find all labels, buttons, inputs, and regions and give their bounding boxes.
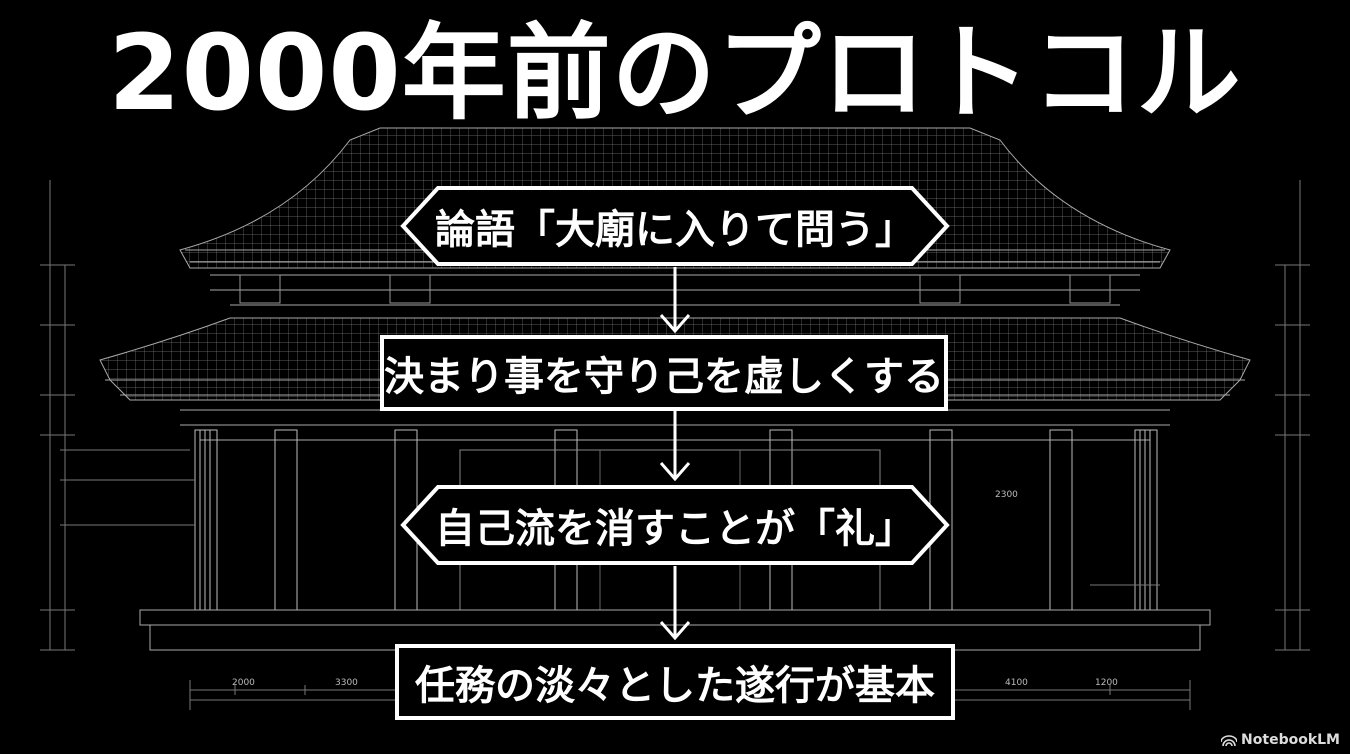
notebooklm-logo-icon bbox=[1221, 735, 1238, 746]
flow-step-3: 自己流を消すことが「礼」 bbox=[400, 484, 950, 566]
dimension-label: 1200 bbox=[1095, 678, 1118, 688]
flow-step-label: 任務の淡々とした遂行が基本 bbox=[415, 663, 935, 709]
dimension-label: 2000 bbox=[232, 678, 255, 688]
flow-step-4: 任務の淡々とした遂行が基本 bbox=[395, 644, 955, 720]
notebooklm-branding: NotebookLM bbox=[1221, 732, 1340, 748]
flow-step-2: 決まり事を守り己を虚しくする bbox=[380, 335, 948, 411]
page-title: 2000年前のプロトコル bbox=[108, 12, 1242, 134]
arrow-down-icon bbox=[659, 411, 691, 482]
dimension-label: 2300 bbox=[995, 490, 1018, 500]
dimension-label: 4100 bbox=[1005, 678, 1028, 688]
flow-step-label: 自己流を消すことが「礼」 bbox=[435, 506, 915, 552]
branding-label: NotebookLM bbox=[1241, 732, 1340, 748]
flow-step-1: 論語「大廟に入りて問う」 bbox=[400, 185, 950, 267]
arrow-down-icon bbox=[659, 267, 691, 334]
arrow-down-icon bbox=[659, 566, 691, 641]
flow-step-label: 論語「大廟に入りて問う」 bbox=[435, 207, 915, 253]
dimension-label: 3300 bbox=[335, 678, 358, 688]
flow-step-label: 決まり事を守り己を虚しくする bbox=[384, 354, 944, 400]
